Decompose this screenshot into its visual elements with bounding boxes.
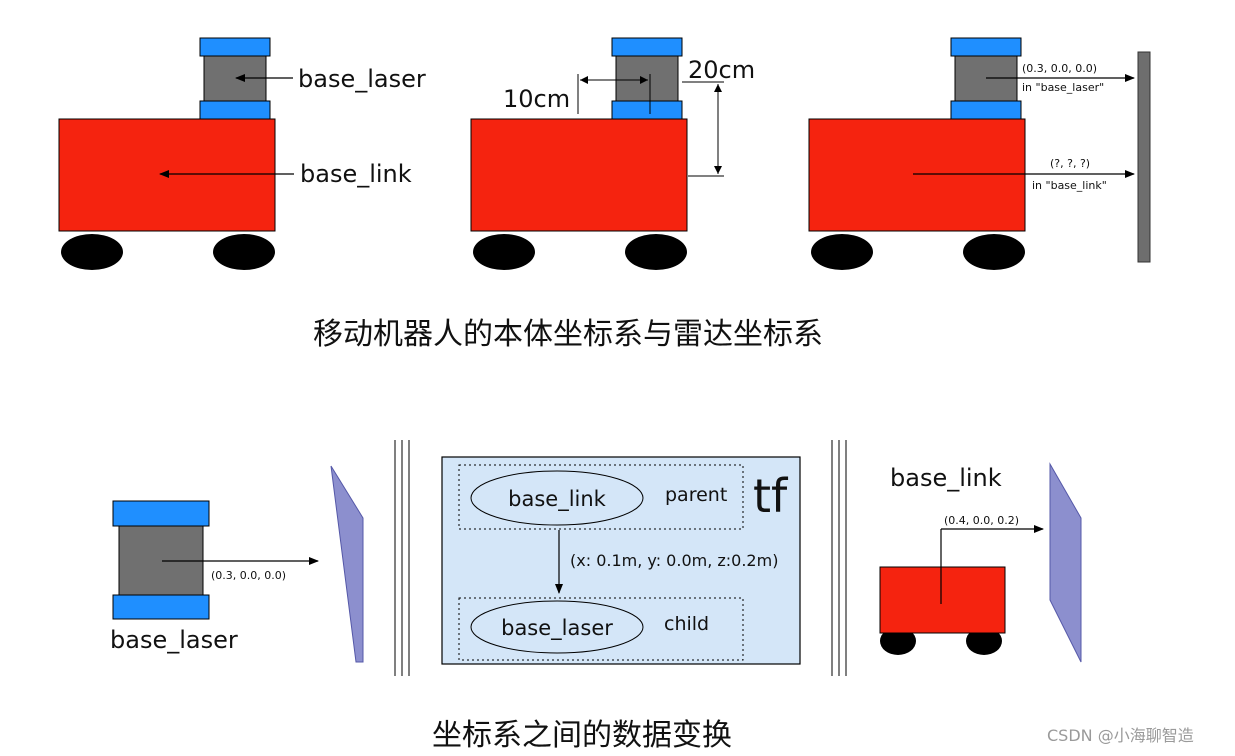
robot-3: (0.3, 0.0, 0.0) in "base_laser" (?, ?, ?… bbox=[808, 37, 1151, 270]
child-node bbox=[470, 600, 644, 654]
bottom-left-laser: (0.3, 0.0, 0.0) base_laser bbox=[110, 465, 364, 663]
robot-2: 10cm 20cm bbox=[470, 37, 755, 270]
parent-frame-box bbox=[458, 464, 744, 530]
base-laser-label: base_laser bbox=[110, 626, 238, 654]
link-frame-label: in "base_link" bbox=[1032, 179, 1107, 192]
wheel-right bbox=[213, 234, 275, 270]
projection-plane bbox=[1049, 462, 1082, 663]
base-link-label: base_link bbox=[890, 464, 1002, 492]
parent-node-label: base_link bbox=[508, 487, 607, 512]
vertical-offset-label: 20cm bbox=[688, 56, 755, 84]
tf-title: tf bbox=[753, 469, 789, 523]
robot-body bbox=[58, 118, 276, 232]
watermark: CSDN @小海聊智造 bbox=[1047, 726, 1194, 745]
robot-body bbox=[879, 566, 1006, 634]
top-caption: 移动机器人的本体坐标系与雷达坐标系 bbox=[313, 317, 823, 352]
child-tag: child bbox=[664, 613, 709, 635]
laser-cap-top bbox=[611, 37, 683, 57]
laser-body bbox=[954, 55, 1018, 103]
tf-panel bbox=[441, 456, 801, 665]
child-frame-box bbox=[458, 597, 744, 661]
child-node-label: base_laser bbox=[501, 616, 613, 641]
laser-cap-bottom bbox=[112, 594, 210, 620]
projection-plane bbox=[330, 465, 364, 663]
robot-body bbox=[470, 118, 688, 232]
robot-1: base_laser base_link bbox=[58, 37, 426, 270]
wheel-right bbox=[966, 627, 1002, 655]
laser-cap-top bbox=[950, 37, 1022, 57]
laser-cap-bottom bbox=[199, 100, 271, 120]
laser-body bbox=[118, 524, 204, 596]
tf-box: tf base_link parent (x: 0.1m, y: 0.0m, z… bbox=[441, 456, 801, 665]
wheel-left bbox=[811, 234, 873, 270]
wall bbox=[1137, 51, 1151, 263]
horizontal-offset-label: 10cm bbox=[503, 85, 570, 113]
bottom-caption: 坐标系之间的数据变换 bbox=[432, 718, 732, 753]
laser-frame-label: in "base_laser" bbox=[1022, 81, 1104, 94]
link-coords-label: (?, ?, ?) bbox=[1050, 157, 1090, 170]
dim-arrowheads-h bbox=[580, 76, 648, 84]
wheel-left bbox=[880, 627, 916, 655]
laser-coords-label: (0.3, 0.0, 0.0) bbox=[211, 569, 286, 582]
parent-node bbox=[470, 470, 644, 526]
link-coords-label: (0.4, 0.0, 0.2) bbox=[944, 514, 1019, 527]
laser-cap-bottom bbox=[611, 100, 683, 120]
wheel-right bbox=[963, 234, 1025, 270]
wheel-left bbox=[61, 234, 123, 270]
bottom-right-robot: base_link (0.4, 0.0, 0.2) bbox=[879, 462, 1082, 663]
laser-cap-bottom bbox=[950, 100, 1022, 120]
separator-left bbox=[394, 440, 410, 676]
laser-body bbox=[203, 55, 267, 103]
laser-cap-top bbox=[112, 500, 210, 527]
wheel-right bbox=[625, 234, 687, 270]
laser-body bbox=[615, 55, 679, 103]
base-link-label: base_link bbox=[300, 160, 412, 188]
laser-cap-top bbox=[199, 37, 271, 57]
robot-body bbox=[808, 118, 1026, 232]
wheel-left bbox=[473, 234, 535, 270]
laser-coords-label: (0.3, 0.0, 0.0) bbox=[1022, 62, 1097, 75]
separator-right bbox=[831, 440, 847, 676]
base-laser-label: base_laser bbox=[298, 65, 426, 93]
transform-label: (x: 0.1m, y: 0.0m, z:0.2m) bbox=[570, 551, 778, 570]
parent-tag: parent bbox=[665, 484, 727, 506]
